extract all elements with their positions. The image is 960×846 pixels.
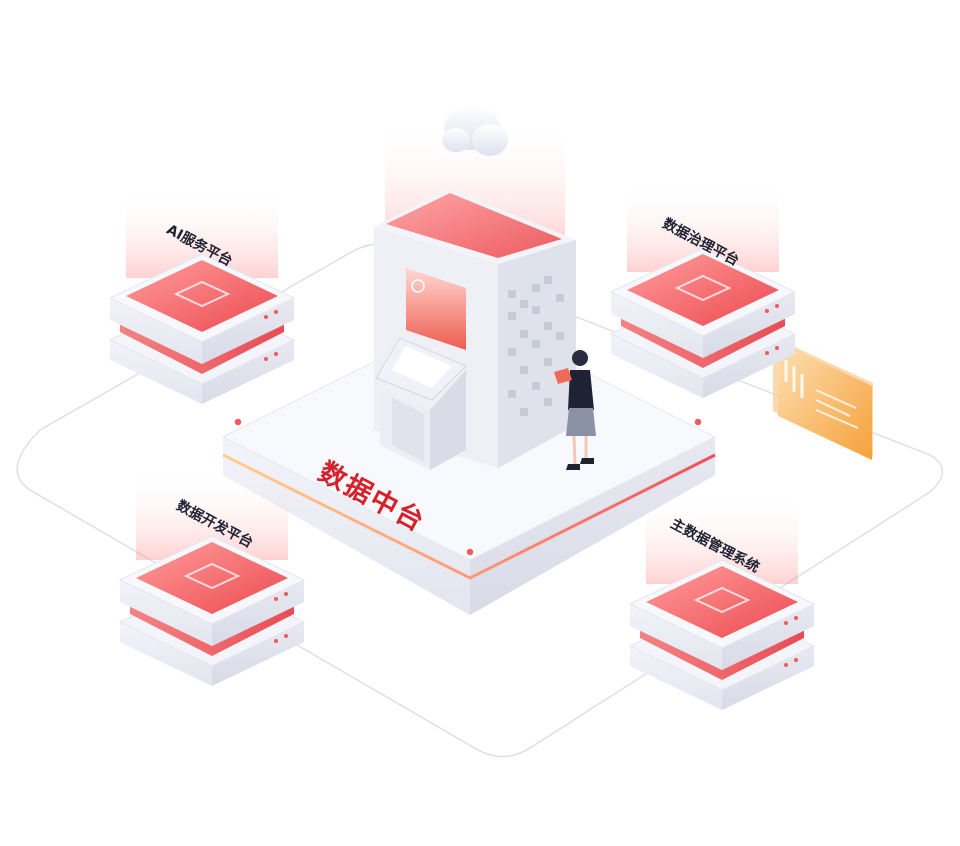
node-pad [646, 566, 798, 638]
node-beam [136, 470, 288, 560]
node-icon [183, 562, 241, 590]
node-beam [646, 494, 798, 584]
node-pad [136, 542, 288, 614]
node-beam [627, 182, 779, 272]
facade-grid [508, 276, 564, 416]
node-icon [173, 280, 231, 308]
server-node-dev [118, 470, 306, 686]
analytics-card-icon [773, 337, 873, 460]
server-node-ai [108, 188, 296, 404]
node-pad [627, 254, 779, 326]
server-node-mdm [628, 494, 816, 710]
node-pad [126, 260, 278, 332]
cloud-icon [442, 106, 508, 156]
dashboard-screen [406, 268, 466, 350]
server-node-governance [609, 182, 797, 398]
node-beam [126, 188, 278, 278]
kiosk-terminal [375, 337, 467, 470]
person-figure [554, 350, 596, 470]
node-icon [674, 274, 732, 302]
node-icon [693, 586, 751, 614]
